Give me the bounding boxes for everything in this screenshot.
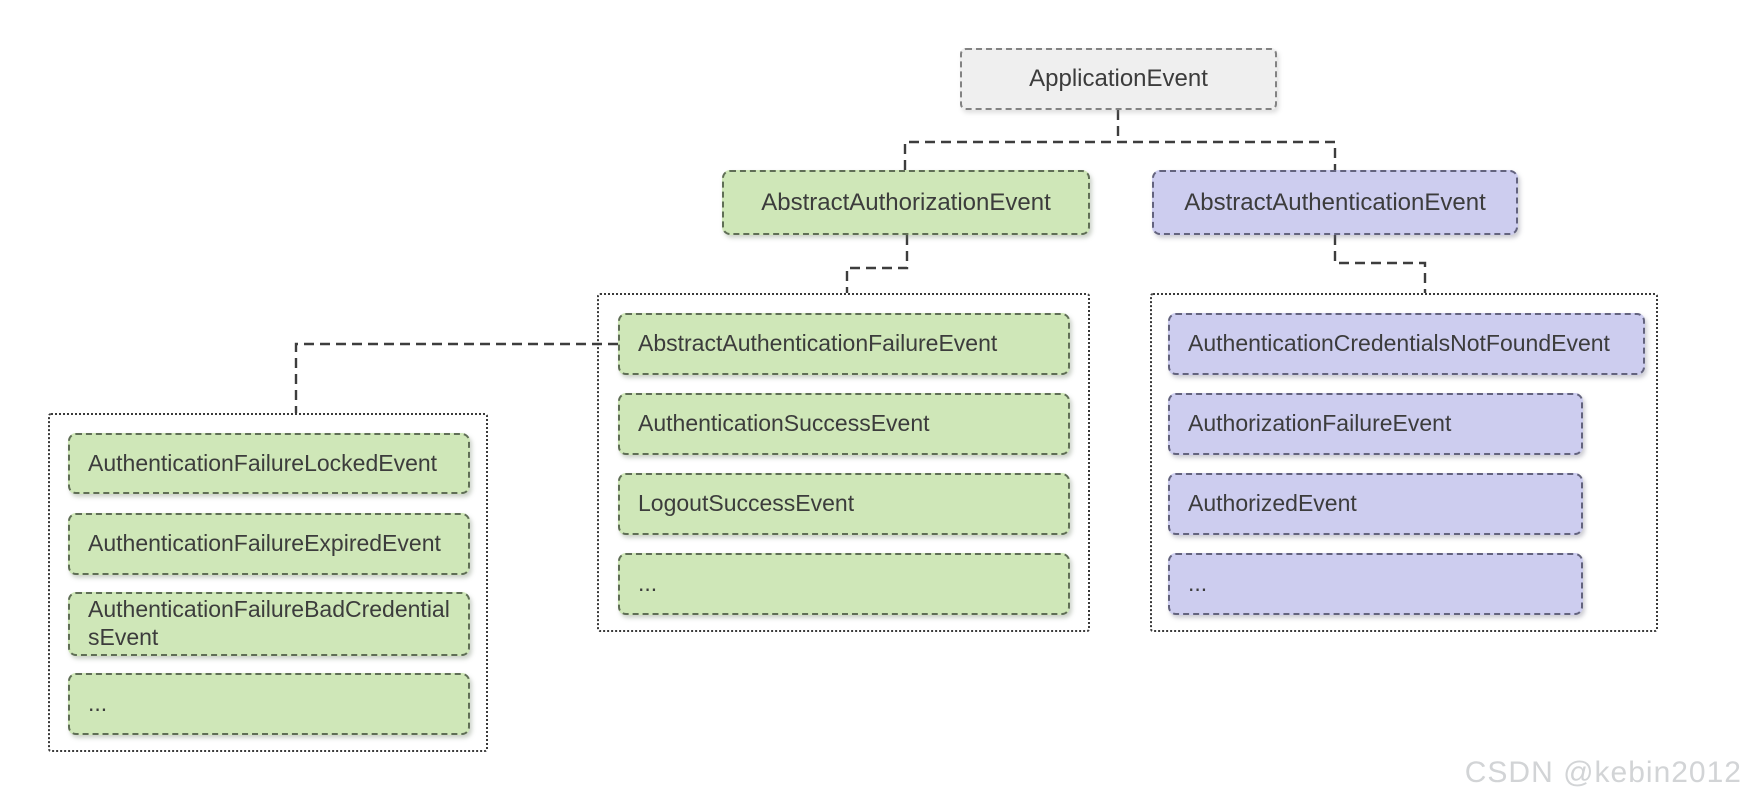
class-label: LogoutSuccessEvent (638, 490, 855, 517)
class-label: ... (1188, 570, 1208, 597)
class-box-authentication-success: AuthenticationSuccessEvent (618, 393, 1070, 455)
class-box-authentication-failure-expired: AuthenticationFailureExpiredEvent (68, 513, 470, 575)
class-label: ... (88, 690, 108, 717)
middle-group-container (597, 293, 1090, 632)
right-group-container (1150, 293, 1658, 632)
class-box-right-ellipsis: ... (1168, 553, 1583, 615)
node-application-event: ApplicationEvent (960, 48, 1277, 110)
class-label: ... (638, 570, 658, 597)
class-box-left-ellipsis: ... (68, 673, 470, 735)
class-box-authorization-failure: AuthorizationFailureEvent (1168, 393, 1583, 455)
class-label: AuthenticationSuccessEvent (638, 410, 930, 437)
connector-root-to-branches (903, 110, 1337, 170)
node-label: AbstractAuthenticationEvent (1184, 188, 1486, 216)
connector-failure-to-left-group (294, 342, 618, 413)
class-box-authentication-credentials-not-found: AuthenticationCredentialsNotFoundEvent (1168, 313, 1645, 375)
left-group-container (48, 413, 488, 752)
class-label: AuthenticationFailureExpiredEvent (88, 530, 441, 557)
watermark: CSDN @kebin2012 (1464, 756, 1742, 789)
class-box-authentication-failure-locked: AuthenticationFailureLockedEvent (68, 433, 470, 494)
class-label: AbstractAuthenticationFailureEvent (638, 330, 998, 357)
class-box-authorized: AuthorizedEvent (1168, 473, 1583, 535)
node-abstract-authentication-event: AbstractAuthenticationEvent (1152, 170, 1518, 235)
class-box-authentication-failure-bad-credentials: AuthenticationFailureBadCredentialsEvent (68, 592, 470, 656)
class-label: AuthenticationFailureLockedEvent (88, 449, 438, 476)
class-label: AuthorizedEvent (1188, 490, 1357, 517)
connector-authentication-to-group (1333, 235, 1427, 293)
node-label: AbstractAuthorizationEvent (761, 188, 1051, 216)
class-label: AuthorizationFailureEvent (1188, 410, 1452, 437)
class-box-logout-success: LogoutSuccessEvent (618, 473, 1070, 535)
class-label: AuthenticationFailureBadCredentialsEvent (88, 596, 450, 650)
node-abstract-authorization-event: AbstractAuthorizationEvent (722, 170, 1090, 235)
class-box-abstract-authentication-failure: AbstractAuthenticationFailureEvent (618, 313, 1070, 375)
connector-authorization-to-group (845, 235, 909, 293)
class-box-middle-ellipsis: ... (618, 553, 1070, 615)
node-label: ApplicationEvent (1029, 65, 1208, 92)
class-label: AuthenticationCredentialsNotFoundEvent (1188, 330, 1610, 357)
